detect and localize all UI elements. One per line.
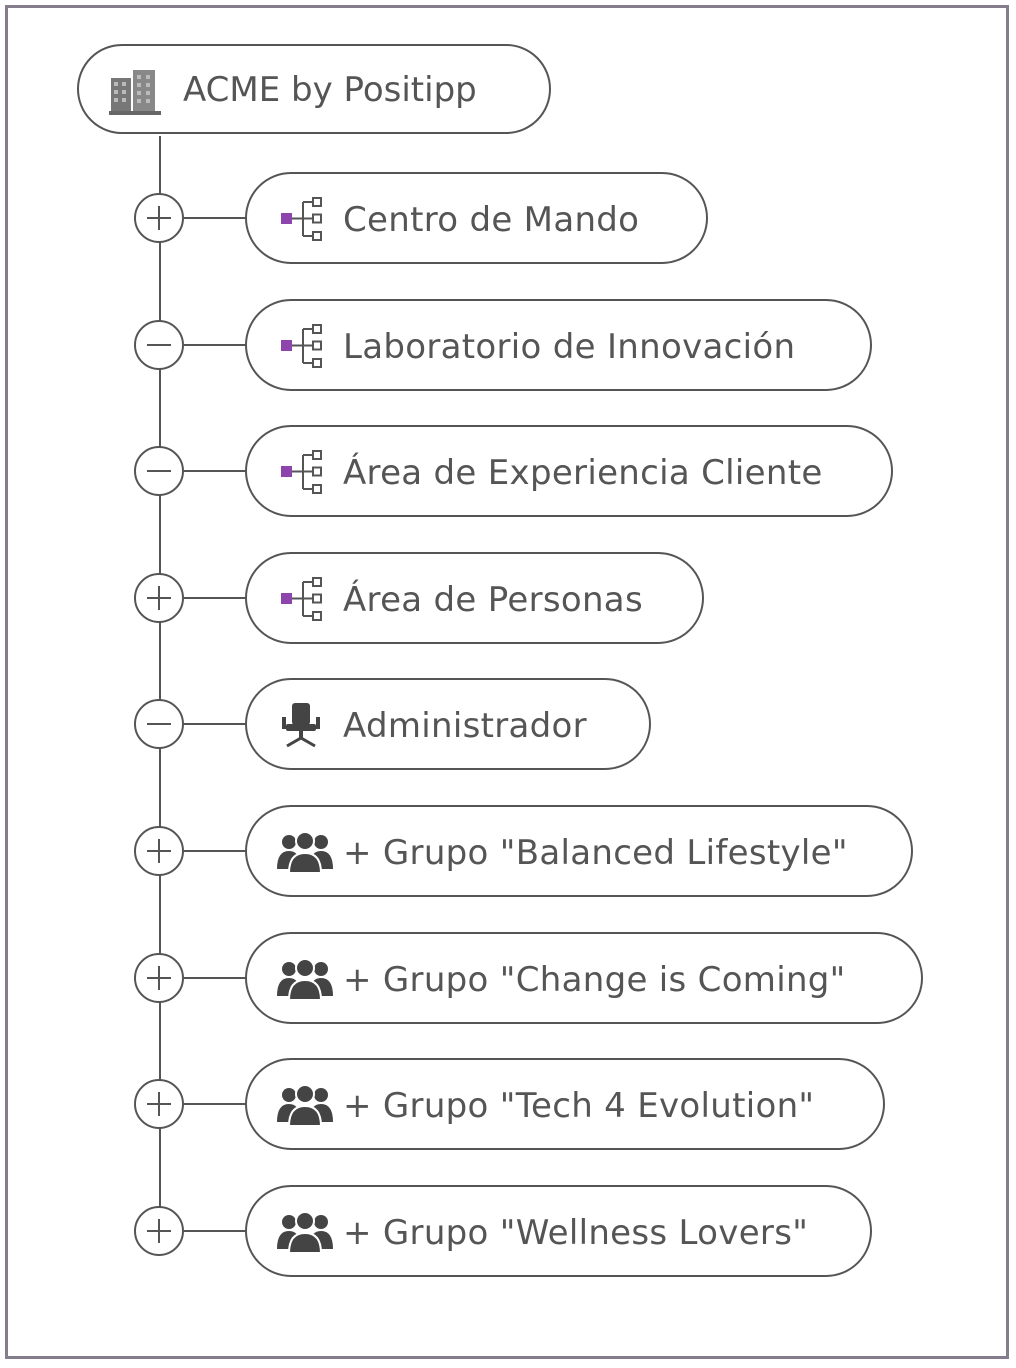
tree-node-label: Administrador (343, 706, 587, 747)
buildings-icon (109, 66, 163, 116)
tree-connector (184, 470, 246, 473)
tree-node[interactable]: + Grupo "Balanced Lifestyle" (245, 805, 913, 897)
tree-node-label: + Grupo "Balanced Lifestyle" (343, 833, 848, 873)
expand-toggle-plus-icon[interactable] (134, 1205, 184, 1256)
tree-connector (184, 1103, 246, 1106)
root-node[interactable]: ACME by Positipp (77, 44, 551, 134)
tree-row: + Grupo "Wellness Lovers" (0, 1184, 1016, 1277)
tree-connector (184, 217, 246, 219)
org-tree-icon (277, 196, 333, 242)
expand-toggle-plus-icon[interactable] (134, 952, 184, 1003)
tree-node[interactable]: + Grupo "Wellness Lovers" (245, 1184, 872, 1277)
group-users-icon (277, 829, 333, 875)
tree-row: Área de Experiencia Cliente (0, 425, 1016, 518)
tree-connector (184, 1229, 246, 1232)
group-users-icon (277, 1209, 333, 1255)
org-tree-icon (277, 449, 333, 495)
tree-row: + Grupo "Tech 4 Evolution" (0, 1058, 1016, 1151)
tree-connector (184, 976, 246, 979)
tree-node[interactable]: Centro de Mando (245, 172, 708, 264)
expand-toggle-plus-icon[interactable] (134, 193, 184, 243)
tree-row: Laboratorio de Innovación (0, 298, 1016, 391)
collapse-toggle-minus-icon[interactable] (134, 446, 184, 497)
group-users-icon (277, 956, 333, 1002)
tree-node-label: Centro de Mando (343, 200, 640, 240)
tree-node[interactable]: Área de Personas (245, 551, 704, 644)
tree-node-label: Área de Experiencia Cliente (343, 453, 823, 494)
tree-node-label: Laboratorio de Innovación (343, 326, 796, 367)
tree-node[interactable]: Área de Experiencia Cliente (245, 425, 893, 518)
tree-spine (159, 136, 161, 1230)
collapse-toggle-minus-icon[interactable] (134, 319, 184, 370)
tree-node-label: + Grupo "Tech 4 Evolution" (343, 1086, 815, 1127)
tree-connector (184, 850, 246, 852)
tree-row: + Grupo "Balanced Lifestyle" (0, 805, 1016, 897)
org-tree-icon (277, 576, 333, 622)
expand-toggle-plus-icon[interactable] (134, 826, 184, 876)
collapse-toggle-minus-icon[interactable] (134, 699, 184, 750)
tree-node[interactable]: + Grupo "Change is Coming" (245, 931, 923, 1024)
tree-node[interactable]: Laboratorio de Innovación (245, 298, 872, 391)
tree-node-label: Área de Personas (343, 579, 643, 620)
root-label: ACME by Positipp (183, 70, 477, 110)
tree-row: Área de Personas (0, 551, 1016, 644)
tree-row: Centro de Mando (0, 172, 1016, 264)
tree-connector (184, 723, 246, 726)
expand-toggle-plus-icon[interactable] (134, 572, 184, 623)
tree-node[interactable]: Administrador (245, 678, 651, 771)
tree-connector (184, 343, 246, 346)
expand-toggle-plus-icon[interactable] (134, 1079, 184, 1130)
tree-row: Administrador (0, 678, 1016, 771)
group-users-icon (277, 1082, 333, 1128)
org-tree-icon (277, 323, 333, 369)
tree-node-label: + Grupo "Change is Coming" (343, 959, 846, 1000)
tree-node-label: + Grupo "Wellness Lovers" (343, 1212, 809, 1253)
office-chair-icon (277, 702, 333, 748)
tree-connector (184, 596, 246, 599)
tree-row: + Grupo "Change is Coming" (0, 931, 1016, 1024)
tree-node[interactable]: + Grupo "Tech 4 Evolution" (245, 1058, 885, 1151)
